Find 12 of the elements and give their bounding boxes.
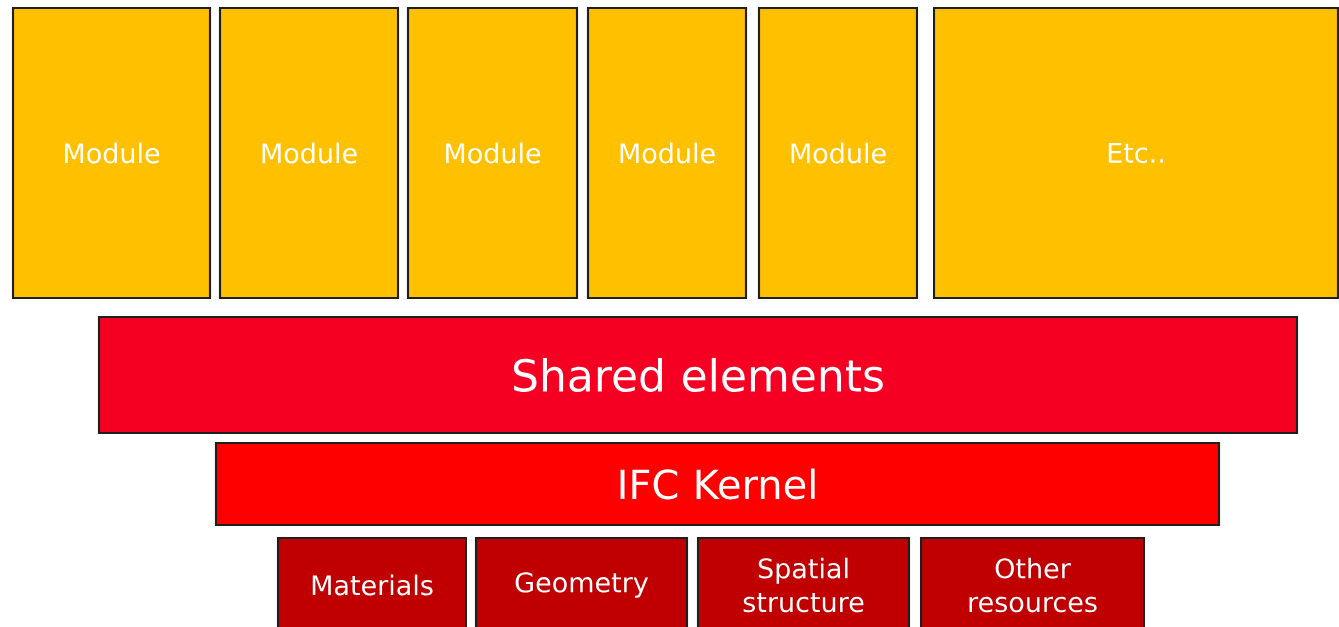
module-box: Module	[11, 6, 212, 300]
module-box: Module	[218, 6, 400, 300]
module-box: Module	[757, 6, 919, 300]
resource-box: Geometry	[474, 536, 689, 627]
module-box: Module	[586, 6, 748, 300]
module-box: Etc..	[932, 6, 1339, 300]
resource-box: Spatial structure	[696, 536, 911, 627]
resource-box: Other resources	[919, 536, 1146, 627]
module-box: Module	[406, 6, 579, 300]
layer-band: IFC Kernel	[214, 441, 1221, 527]
resource-box: Materials	[276, 536, 468, 627]
layer-band: Shared elements	[97, 315, 1299, 435]
